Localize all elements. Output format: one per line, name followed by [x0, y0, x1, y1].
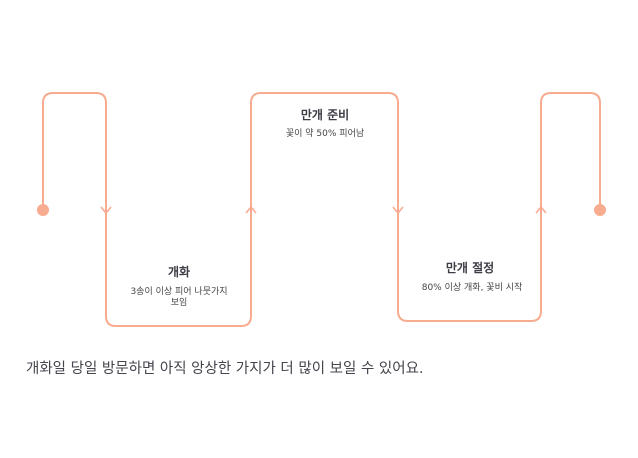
arrow-up-icon	[245, 205, 257, 214]
stage-desc-bloom: 3송이 이상 피어 나뭇가지 보임	[130, 287, 228, 308]
stage-desc-full-bloom-peak: 80% 이상 개화, 꽃비 시작	[421, 283, 523, 293]
end-dot	[594, 204, 606, 216]
stage-title-bloom: 개화	[167, 265, 191, 279]
arrow-up-icon	[535, 205, 547, 214]
timeline-path	[42, 92, 601, 327]
timeline-diagram	[37, 92, 606, 327]
arrow-down-icon	[100, 206, 112, 215]
start-dot	[37, 204, 49, 216]
caption-text: 개화일 당일 방문하면 아직 앙상한 가지가 더 많이 보일 수 있어요.	[26, 361, 424, 377]
stage-desc-pre-full-bloom: 꽃이 약 50% 피어남	[285, 129, 365, 139]
stage-title-full-bloom-peak: 만개 절정	[445, 261, 495, 275]
stage-title-pre-full-bloom: 만개 준비	[300, 108, 350, 122]
arrow-down-icon	[392, 206, 404, 215]
